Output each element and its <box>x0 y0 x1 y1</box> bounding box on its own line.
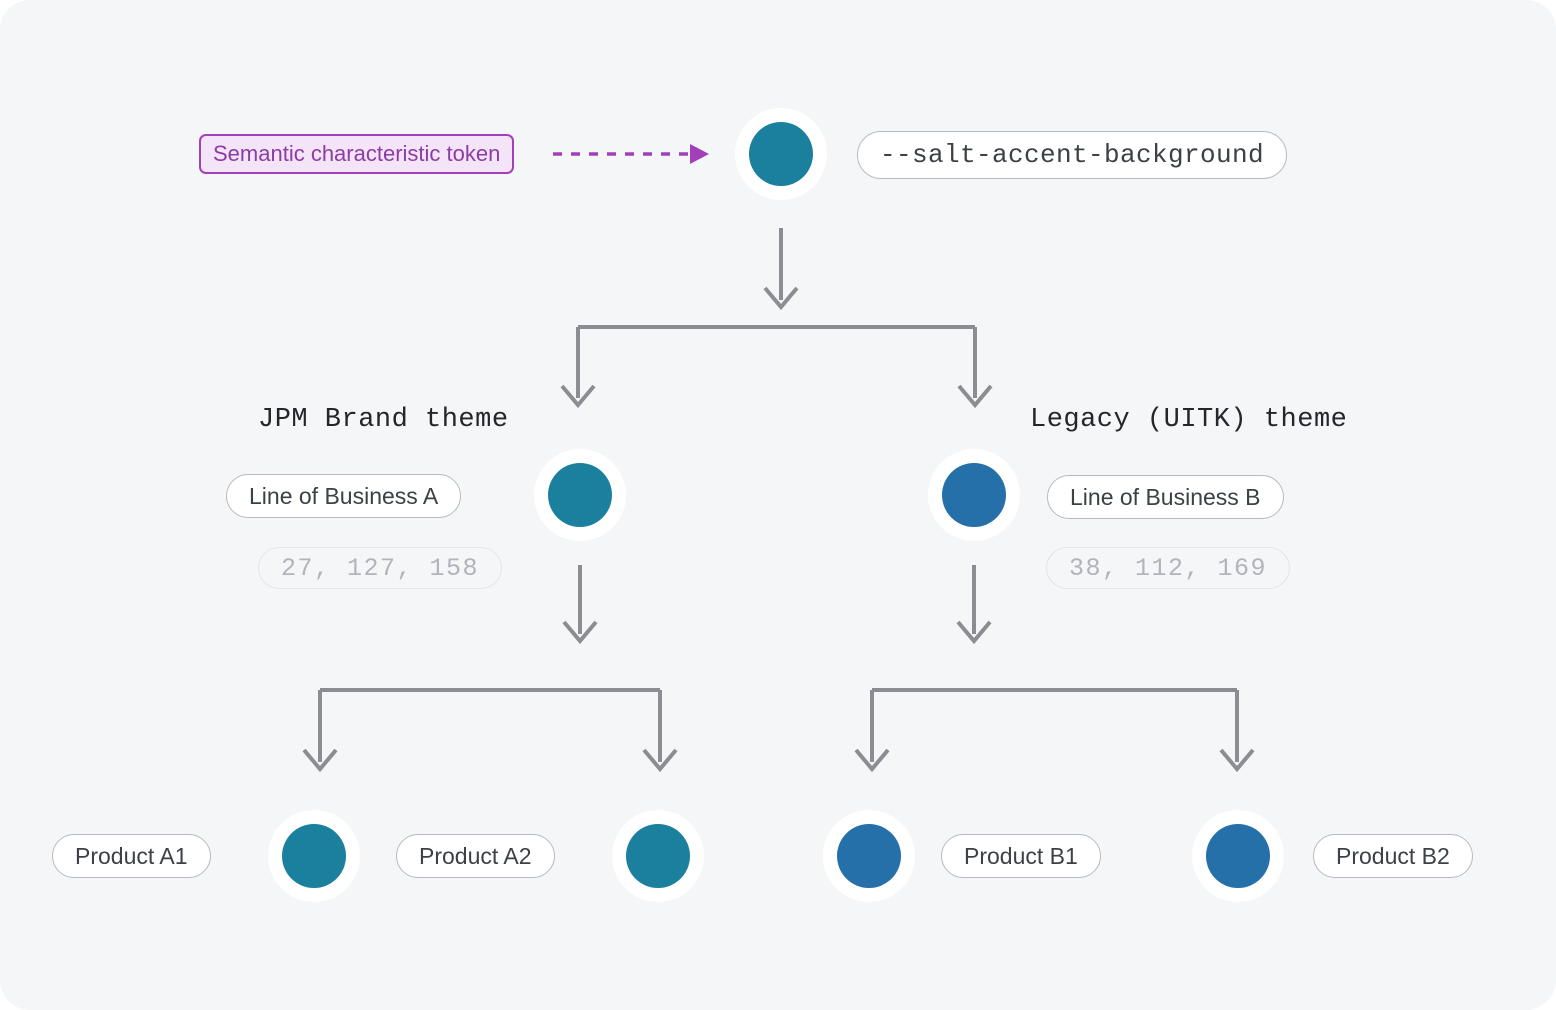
color-swatch-circle <box>1206 824 1270 888</box>
node-line-of-business-a-swatch[interactable] <box>534 449 626 541</box>
node-line-of-business-b-swatch[interactable] <box>928 449 1020 541</box>
pill-product-a2[interactable]: Product A2 <box>396 834 555 878</box>
color-swatch-circle <box>749 122 813 186</box>
pill-rgb-line-of-business-b: 38, 112, 169 <box>1046 547 1291 589</box>
annotation-semantic-characteristic-token: Semantic characteristic token <box>199 134 515 174</box>
color-swatch-circle <box>626 824 690 888</box>
arrowhead-productA2 <box>642 748 678 773</box>
pill-line-of-business-b[interactable]: Line of Business B <box>1047 475 1284 519</box>
node-product-a2-swatch[interactable] <box>612 810 704 902</box>
node-product-b2-swatch[interactable] <box>1192 810 1284 902</box>
caption-theme-jpm-brand: JPM Brand theme <box>258 405 509 435</box>
annotation-arrow-icon <box>553 144 709 164</box>
arrowhead-root-trunk <box>763 286 799 311</box>
caption-theme-legacy-uitk: Legacy (UITK) theme <box>1030 405 1348 435</box>
arrowhead-productA1 <box>302 748 338 773</box>
pill-line-of-business-a[interactable]: Line of Business A <box>226 474 462 518</box>
pill-root-token[interactable]: --salt-accent-background <box>857 131 1288 179</box>
pill-product-a1[interactable]: Product A1 <box>52 834 211 878</box>
color-swatch-circle <box>282 824 346 888</box>
color-swatch-circle <box>548 463 612 527</box>
arrowhead-lobB-trunk <box>956 620 992 645</box>
node-product-b1-swatch[interactable] <box>823 810 915 902</box>
pill-product-b2[interactable]: Product B2 <box>1313 834 1473 878</box>
color-swatch-circle <box>837 824 901 888</box>
node-root-swatch[interactable] <box>735 108 827 200</box>
arrowhead-productB2 <box>1219 748 1255 773</box>
node-product-a1-swatch[interactable] <box>268 810 360 902</box>
arrowhead-productB1 <box>854 748 890 773</box>
color-swatch-circle <box>942 463 1006 527</box>
pill-rgb-line-of-business-a: 27, 127, 158 <box>258 547 503 589</box>
arrowhead-lobA-trunk <box>562 620 598 645</box>
arrowhead-level1-right <box>957 384 993 409</box>
pill-product-b1[interactable]: Product B1 <box>941 834 1101 878</box>
arrowhead-level1-left <box>560 384 596 409</box>
